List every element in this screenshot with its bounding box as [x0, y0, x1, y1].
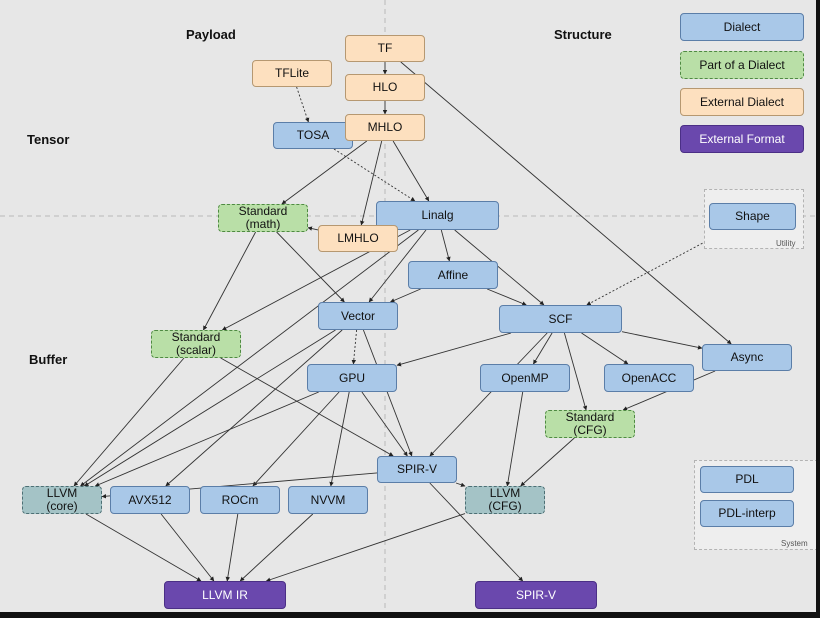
edge-std_math-to-vector [276, 231, 345, 303]
edge-mhlo-to-linalg [392, 140, 430, 202]
node-pdl: PDL [700, 466, 794, 493]
edge-gpu-to-llvm_core [94, 391, 319, 487]
node-rocm: ROCm [200, 486, 280, 514]
edge-vector-to-spirv [362, 329, 413, 457]
edge-affine-to-scf [487, 288, 527, 306]
node-spirv-format: SPIR-V [475, 581, 597, 609]
edge-nvvm-to-llvm_ir [239, 513, 314, 582]
edge-gpu-to-rocm [252, 391, 340, 487]
node-lmhlo: LMHLO [318, 225, 398, 252]
node-tf: TF [345, 35, 425, 62]
system-group-label: System [781, 539, 808, 548]
edge-lmhlo-to-std_math [307, 226, 319, 231]
legend-external-dialect: External Dialect [680, 88, 804, 116]
edge-spirv-to-llvm_cfg [455, 482, 466, 487]
edge-linalg-to-scf [454, 229, 545, 306]
node-shape: Shape [709, 203, 796, 230]
node-llvm-cfg: LLVM (CFG) [465, 486, 545, 514]
edge-affine-to-vector [389, 288, 421, 303]
right-border [816, 0, 820, 618]
payload-column-label: Payload [186, 27, 236, 42]
edge-openmp-to-llvm_cfg [505, 391, 524, 487]
edge-std_cfg-to-llvm_cfg [520, 437, 575, 487]
edge-tflite-to-tosa [296, 86, 310, 123]
node-vector: Vector [318, 302, 398, 330]
edge-llvm_cfg-to-llvm_ir [265, 513, 466, 582]
edge-group [73, 61, 732, 582]
node-pdl-interp: PDL-interp [700, 500, 794, 527]
node-tosa: TOSA [273, 122, 353, 149]
edge-scf-to-async [621, 331, 703, 350]
legend-external-format: External Format [680, 125, 804, 153]
node-gpu: GPU [307, 364, 397, 392]
buffer-row-label: Buffer [29, 352, 68, 367]
edge-std_math-to-std_scalar [203, 231, 256, 331]
edge-llvm_core-to-llvm_ir [85, 513, 202, 582]
node-scf: SCF [499, 305, 622, 333]
edge-gpu-to-nvvm [329, 391, 350, 487]
bottom-border [0, 612, 820, 618]
node-llvm-core: LLVM (core) [22, 486, 102, 514]
edge-scf-to-std_cfg [563, 332, 588, 411]
node-mhlo: MHLO [345, 114, 425, 141]
node-affine: Affine [408, 261, 498, 289]
legend-dialect: Dialect [680, 13, 804, 41]
structure-column-label: Structure [554, 27, 612, 42]
legend-part-of-dialect: Part of a Dialect [680, 51, 804, 79]
node-spirv: SPIR-V [377, 456, 457, 483]
edge-std_scalar-to-spirv [220, 357, 394, 457]
edge-linalg-to-affine [440, 229, 451, 262]
edge-tf-to-async [400, 61, 732, 345]
edge-scf-to-openmp [533, 332, 553, 365]
node-llvm-ir: LLVM IR [164, 581, 286, 609]
node-avx512: AVX512 [110, 486, 190, 514]
edge-linalg-to-vector [368, 229, 427, 303]
node-standard-cfg: Standard (CFG) [545, 410, 635, 438]
tensor-row-label: Tensor [27, 132, 70, 147]
node-standard-math: Standard (math) [218, 204, 308, 232]
utility-group-label: Utility [776, 239, 796, 248]
edge-vector-to-llvm_core [84, 329, 336, 487]
edge-tosa-to-linalg [333, 148, 416, 202]
node-async: Async [702, 344, 792, 371]
node-openacc: OpenACC [604, 364, 694, 392]
edge-rocm-to-llvm_ir [225, 513, 239, 582]
edge-scf-to-spirv [429, 332, 548, 457]
node-standard-scalar: Standard (scalar) [151, 330, 241, 358]
edge-shape-to-scf [586, 229, 728, 306]
node-openmp: OpenMP [480, 364, 570, 392]
node-hlo: HLO [345, 74, 425, 101]
edge-spirv-to-spirv_out [429, 482, 524, 582]
edge-scf-to-openacc [581, 332, 629, 365]
edge-std_scalar-to-llvm_core [73, 357, 185, 487]
edge-scf-to-gpu [396, 332, 512, 367]
edge-avx512-to-llvm_ir [160, 513, 215, 582]
edge-mhlo-to-lmhlo [360, 140, 383, 226]
edge-linalg-to-llvm_core [80, 229, 419, 487]
edge-gpu-to-spirv [361, 391, 408, 457]
node-tflite: TFLite [252, 60, 332, 87]
edge-mhlo-to-std_math [281, 140, 368, 205]
edge-vector-to-avx512 [165, 329, 343, 487]
node-nvvm: NVVM [288, 486, 368, 514]
edge-vector-to-gpu [351, 329, 358, 365]
